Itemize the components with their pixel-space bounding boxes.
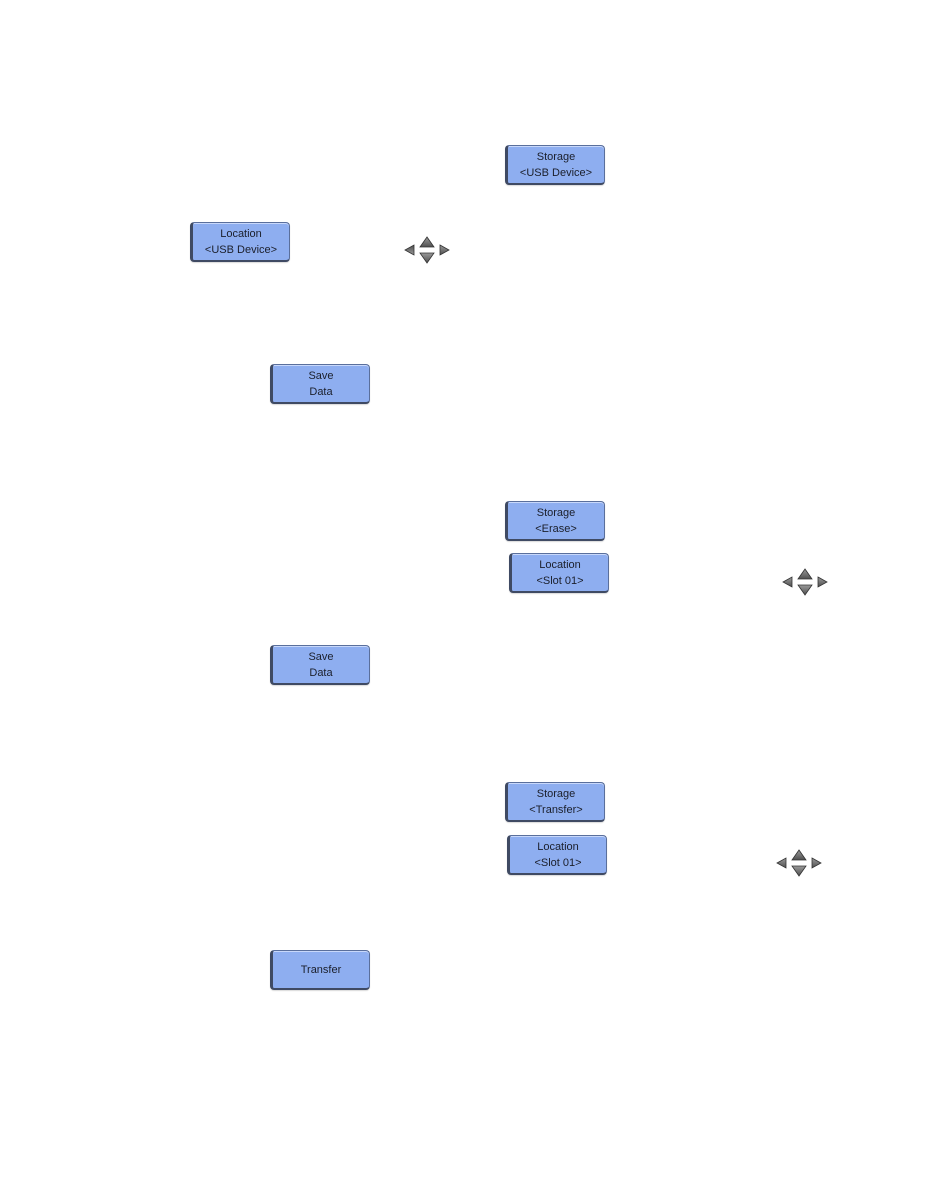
softkey-label: Location <box>220 226 262 242</box>
softkey-label: Save <box>308 368 333 384</box>
arrow-keys-icon <box>780 567 830 597</box>
transfer-softkey[interactable]: Transfer <box>270 950 370 990</box>
softkey-value: Data <box>309 665 332 681</box>
arrow-keys-icon <box>402 235 452 265</box>
softkey-value: Data <box>309 384 332 400</box>
softkey-label: Save <box>308 649 333 665</box>
storage-transfer-softkey[interactable]: Storage <Transfer> <box>505 782 605 822</box>
softkey-value: <Erase> <box>535 521 577 537</box>
location-slot-softkey[interactable]: Location <Slot 01> <box>507 835 607 875</box>
softkey-value: <Slot 01> <box>536 573 583 589</box>
softkey-label: Transfer <box>301 962 342 978</box>
softkey-label: Storage <box>537 505 576 521</box>
softkey-value: <Slot 01> <box>534 855 581 871</box>
softkey-label: Location <box>537 839 579 855</box>
softkey-value: <Transfer> <box>529 802 582 818</box>
softkey-label: Storage <box>537 786 576 802</box>
softkey-label: Location <box>539 557 581 573</box>
softkey-value: <USB Device> <box>205 242 277 258</box>
softkey-value: <USB Device> <box>520 165 592 181</box>
arrow-keys-icon <box>774 848 824 878</box>
storage-erase-softkey[interactable]: Storage <Erase> <box>505 501 605 541</box>
softkey-label: Storage <box>537 149 576 165</box>
save-data-softkey[interactable]: Save Data <box>270 645 370 685</box>
save-data-softkey[interactable]: Save Data <box>270 364 370 404</box>
location-usb-device-softkey[interactable]: Location <USB Device> <box>190 222 290 262</box>
location-slot-softkey[interactable]: Location <Slot 01> <box>509 553 609 593</box>
storage-usb-device-softkey[interactable]: Storage <USB Device> <box>505 145 605 185</box>
